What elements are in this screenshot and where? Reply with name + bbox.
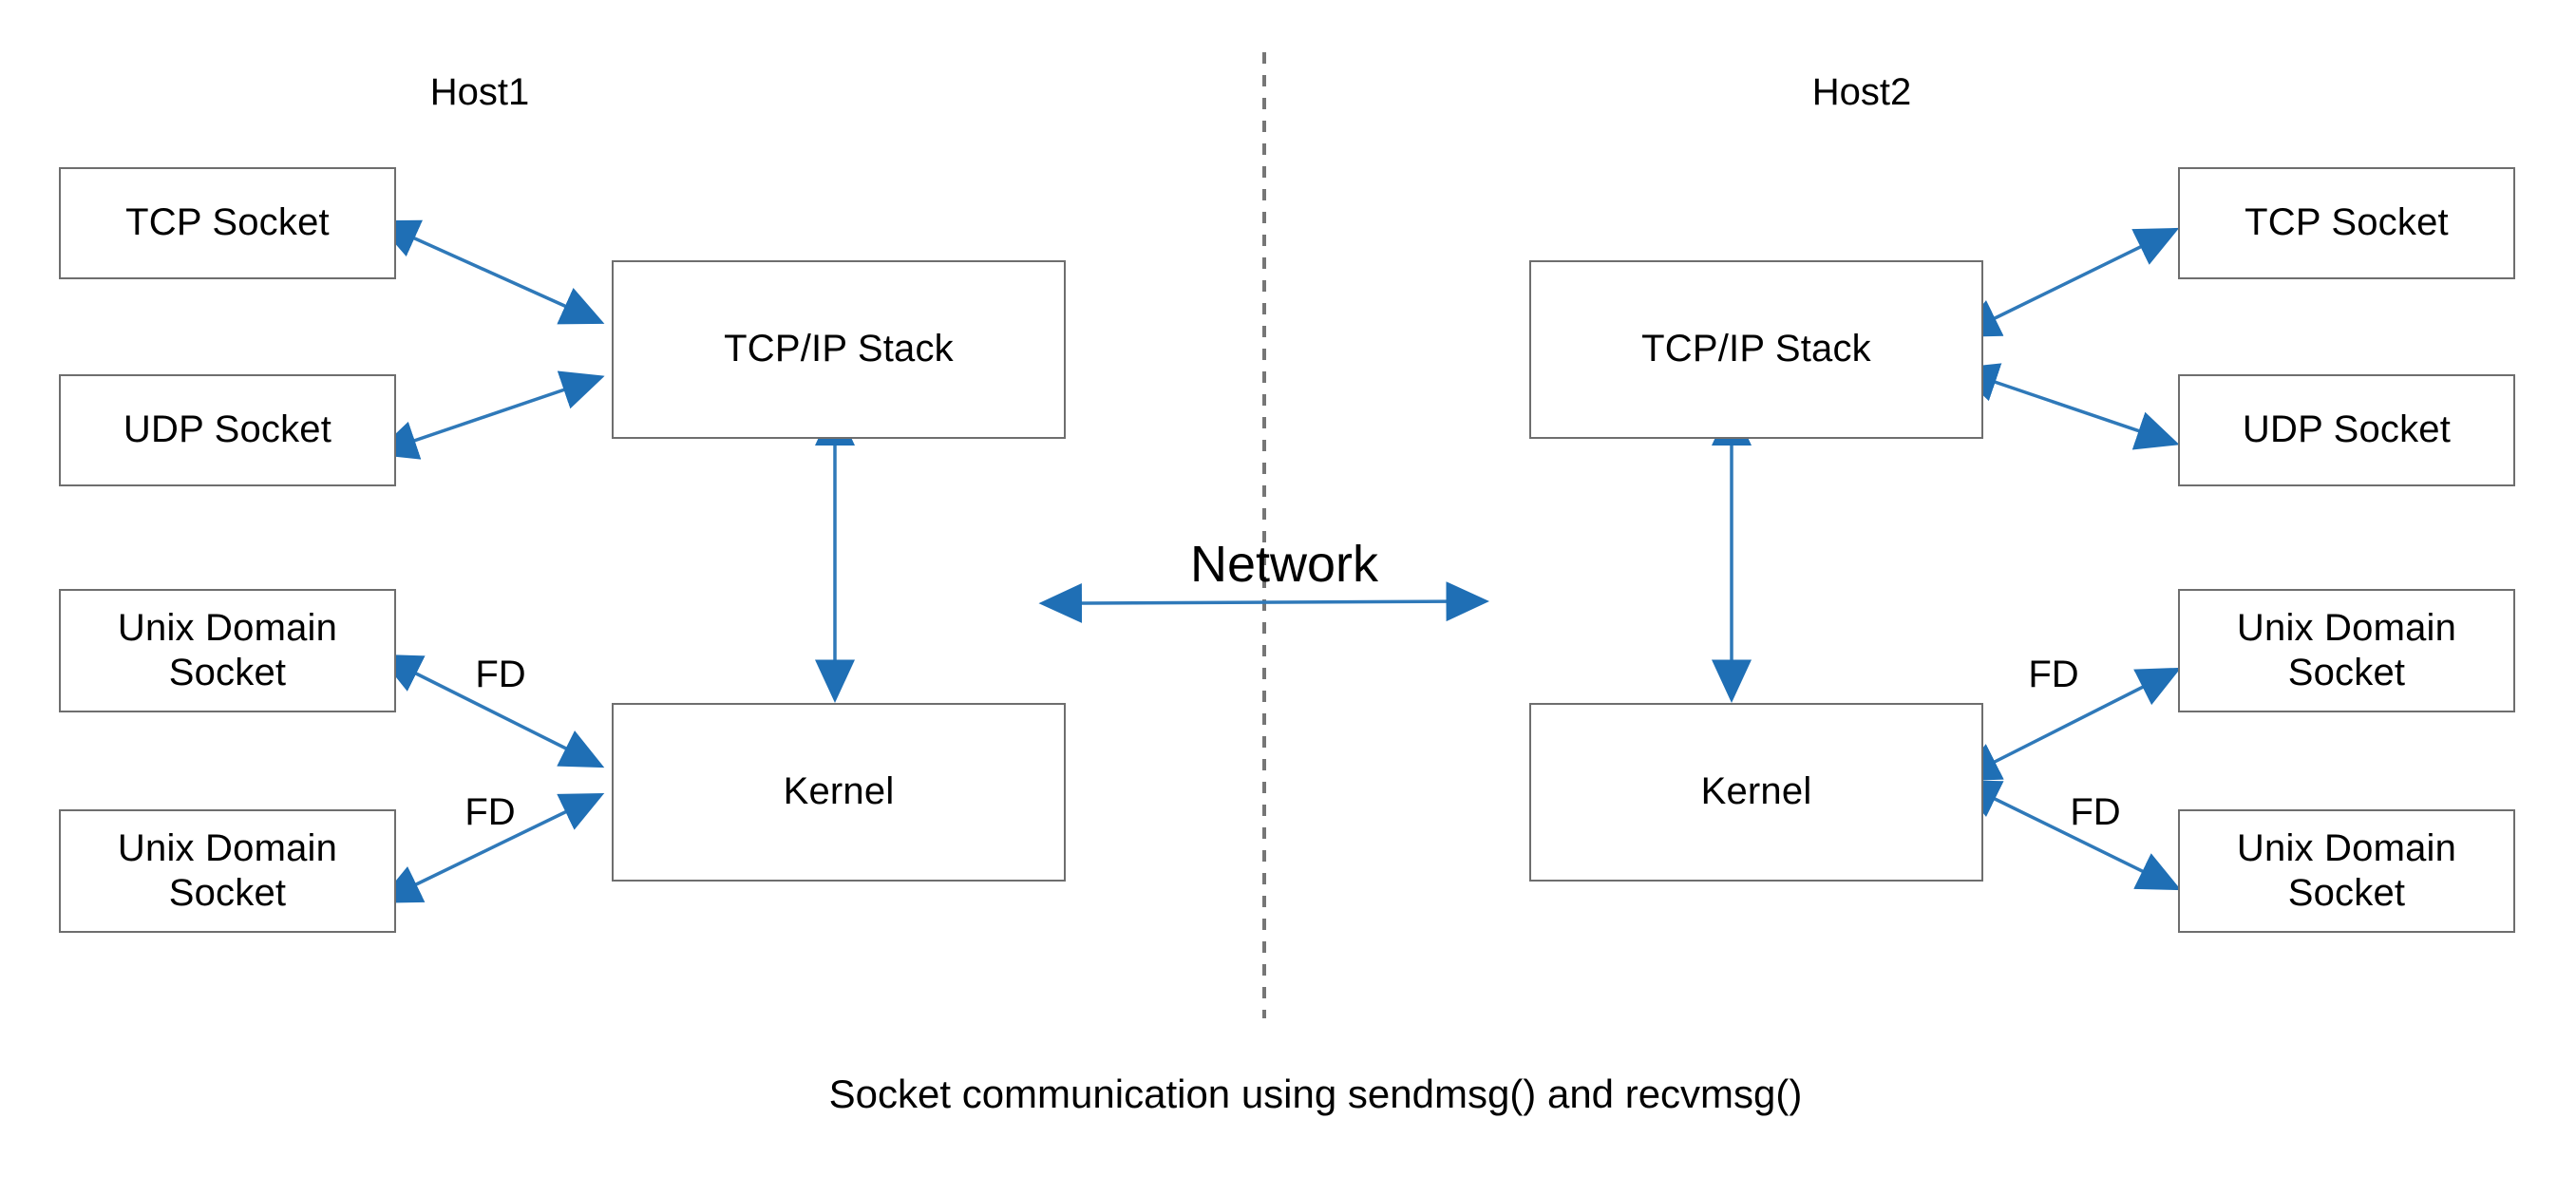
host1-unix-socket-bottom-box[interactable]: Unix Domain Socket [59, 809, 396, 933]
host1-fd-label-bottom: FD [464, 791, 516, 833]
host1-fd-label-top: FD [475, 654, 526, 695]
host1-udp-socket-box[interactable]: UDP Socket [59, 374, 396, 486]
host2-fd-label-top: FD [2028, 654, 2079, 695]
host2-unix-socket-bottom-box[interactable]: Unix Domain Socket [2178, 809, 2515, 933]
host2-tcpip-stack-box[interactable]: TCP/IP Stack [1529, 260, 1983, 439]
edge-network-link [1038, 581, 1489, 623]
network-label: Network [1189, 536, 1379, 593]
edge-h2-stack-tcp-socket [1956, 227, 2180, 337]
edge-h2-stack-udp-socket [1954, 363, 2180, 450]
host1-tcpip-stack-box[interactable]: TCP/IP Stack [612, 260, 1066, 439]
host2-fd-label-bottom: FD [2070, 791, 2121, 833]
edge-h1-unix-bottom-kernel [377, 792, 605, 903]
edge-h1-udp-socket-stack [373, 370, 605, 460]
edge-h2-kernel-unix-bottom [1956, 780, 2182, 891]
host1-tcp-socket-box[interactable]: TCP Socket [59, 167, 396, 279]
diagram-caption: Socket communication using sendmsg() and… [828, 1072, 1803, 1116]
host2-udp-socket-box[interactable]: UDP Socket [2178, 374, 2515, 486]
host2-tcp-socket-box[interactable]: TCP Socket [2178, 167, 2515, 279]
host1-title: Host1 [429, 71, 530, 113]
host2-kernel-box[interactable]: Kernel [1529, 703, 1983, 882]
host2-unix-socket-top-box[interactable]: Unix Domain Socket [2178, 589, 2515, 712]
host1-unix-socket-top-box[interactable]: Unix Domain Socket [59, 589, 396, 712]
host2-title: Host2 [1811, 71, 1912, 113]
edge-h1-unix-top-kernel [377, 654, 605, 768]
edge-h2-kernel-unix-top [1956, 667, 2182, 782]
edge-h1-tcp-socket-stack [374, 219, 605, 325]
host1-kernel-box[interactable]: Kernel [612, 703, 1066, 882]
